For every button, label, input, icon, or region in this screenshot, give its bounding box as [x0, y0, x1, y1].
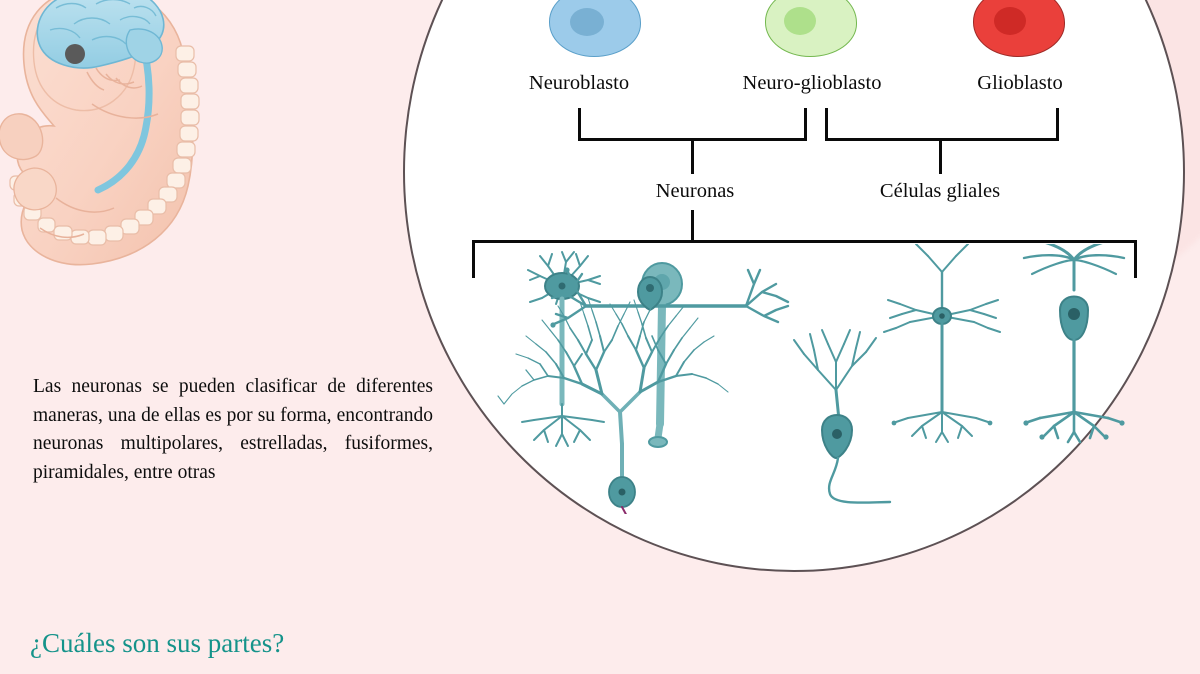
group-label-neuronas: Neuronas: [655, 180, 735, 202]
cell-neuroblasto: [549, 0, 641, 57]
neuron-pyramidal-small: [793, 329, 892, 504]
embryo-illustration: [0, 0, 200, 266]
cell-glioblasto: [973, 0, 1065, 57]
neuron-purkinje: [497, 297, 729, 514]
cell-neuro-glioblasto: [765, 0, 857, 57]
neuron-bipolar: [546, 267, 790, 328]
neuron-shapes-illustration: [497, 244, 1126, 514]
embryo-eye: [65, 44, 85, 64]
bracket-bar-gliales: [825, 138, 1059, 141]
embryo-somites: [9, 45, 200, 246]
cell-nucleus: [570, 8, 604, 36]
classification-paragraph: Las neuronas se pueden clasificar de dif…: [33, 376, 433, 483]
neuron-stellate: [883, 244, 1001, 443]
cell-label-glioblasto: Glioblasto: [977, 72, 1063, 94]
neuron-multipolar: [521, 251, 605, 447]
bracket-end-right-neuron-shapes: [1134, 240, 1137, 278]
cell-label-neuroblasto: Neuroblasto: [528, 72, 630, 94]
embryo-spinal-cord: [94, 38, 153, 194]
cell-nucleus: [994, 7, 1026, 35]
embryo-limb-bud-upper: [0, 113, 44, 161]
bracket-stem-neuron-shapes: [691, 210, 694, 242]
embryo-limb-bud-lower: [13, 167, 57, 211]
bracket-tick-neuroglioblasto-left: [804, 108, 807, 140]
embryo-pharyngeal-arches: [39, 67, 159, 239]
embryo-cerebellum: [125, 28, 163, 64]
embryo-brain-folds: [49, 0, 157, 45]
cell-label-neuro-glioblasto: Neuro-glioblasto: [742, 72, 882, 94]
neuron-fusiform: [1022, 244, 1126, 444]
bracket-tick-neuroglioblasto-right: [825, 108, 828, 140]
group-label-celulas-gliales: Células gliales: [879, 180, 1001, 202]
bracket-end-left-neuron-shapes: [472, 240, 475, 278]
bracket-stem-gliales: [939, 138, 942, 174]
cell-nucleus: [784, 7, 816, 35]
bracket-stem-neuronas: [691, 138, 694, 174]
bracket-tick-glioblasto: [1056, 108, 1059, 140]
bracket-tick-neuroblasto: [578, 108, 581, 140]
bracket-bar-neuron-shapes: [472, 240, 1136, 243]
section-heading-partes: ¿Cuáles son sus partes?: [30, 628, 285, 658]
